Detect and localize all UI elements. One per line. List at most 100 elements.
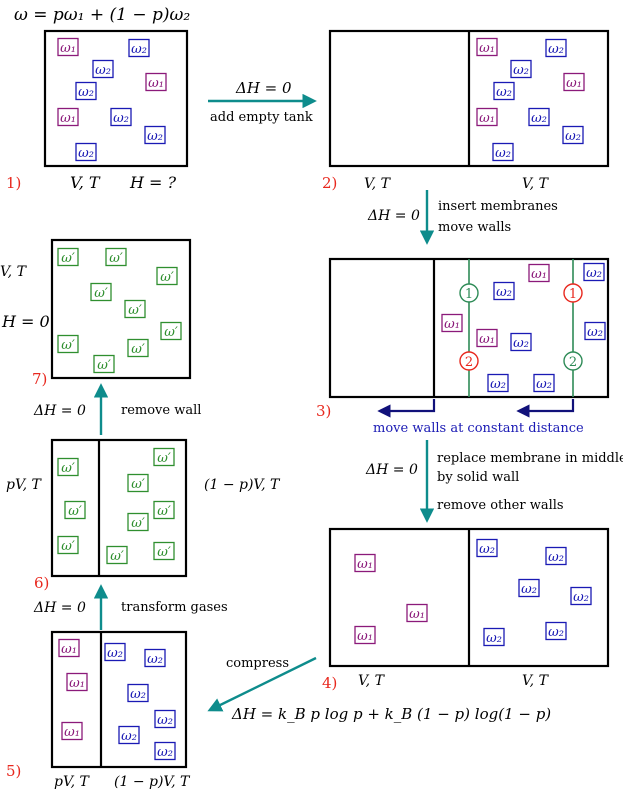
omega-2-molecule: ω₂ [483, 627, 505, 647]
omega-prime-molecule-box [57, 535, 79, 555]
omega-2-molecule: ω₂ [127, 683, 149, 703]
omega-2-molecule-label: ω₂ [113, 111, 129, 126]
omega-prime-molecule-label: ω′ [97, 358, 111, 373]
omega-2-molecule: ω₂ [545, 546, 567, 566]
omega-prime-molecule: ω′ [57, 457, 79, 477]
transition-1-2-label: add empty tank [210, 110, 313, 125]
omega-2-molecule-box [110, 107, 132, 127]
step-1-number: 1) [6, 174, 21, 192]
membrane-right-marker-1-label: 1 [569, 287, 577, 302]
omega-2-molecule: ω₂ [584, 321, 606, 341]
tank-1-volume-temperature: V, T [70, 173, 101, 192]
omega-prime-molecule-label: ω′ [109, 251, 123, 266]
omega-1-molecule-box [528, 263, 550, 283]
omega-2-molecule-box [492, 142, 514, 162]
omega-1-molecule: ω₁ [563, 72, 585, 92]
omega-1-molecule: ω₁ [145, 72, 167, 92]
omega-prime-molecule: ω′ [90, 282, 112, 302]
step-4-number: 4) [322, 674, 337, 692]
omega-2-molecule: ω₂ [518, 578, 540, 598]
omega-2-molecule-box [528, 107, 550, 127]
move-wall-arrow-left [377, 399, 436, 418]
omega-prime-molecule: ω′ [127, 512, 149, 532]
omega-1-molecule-box [145, 72, 167, 92]
omega-prime-molecule: ω′ [105, 247, 127, 267]
omega-prime-molecule-label: ω′ [61, 251, 75, 266]
tank-5-right-volume-temperature: (1 − p)V, T [114, 774, 191, 790]
omega-1-molecule: ω₁ [61, 721, 83, 741]
transition-4-5-label: compress [226, 656, 289, 671]
omega-2-molecule-box [75, 81, 97, 101]
transition-2-3-line-1: insert membranes [438, 199, 558, 214]
omega-prime-molecule-box [90, 282, 112, 302]
omega-1-molecule-label: ω₁ [566, 76, 582, 91]
omega-prime-molecule-label: ω′ [61, 338, 75, 353]
omega-prime-molecule-label: ω′ [157, 545, 171, 560]
step-5-number: 5) [6, 762, 21, 780]
omega-prime-molecule: ω′ [153, 447, 175, 467]
transition-2-3-line-2: move walls [438, 220, 511, 235]
omega-1-molecule-label: ω₁ [60, 41, 76, 56]
omega-1-molecule-box [563, 72, 585, 92]
omega-1-molecule-label: ω₁ [479, 332, 495, 347]
omega-prime-molecule-box [153, 500, 175, 520]
omega-1-molecule-label: ω₁ [148, 76, 164, 91]
tank-6: ω′ω′ω′ω′ω′ω′ω′ω′ω′ [50, 438, 188, 578]
omega-prime-molecule-label: ω′ [128, 303, 142, 318]
omega-2-molecule-label: ω₂ [548, 625, 564, 640]
omega-2-molecule: ω₂ [533, 373, 555, 393]
omega-2-molecule: ω₂ [583, 262, 605, 282]
omega-prime-molecule-label: ω′ [157, 504, 171, 519]
omega-2-molecule: ω₂ [487, 373, 509, 393]
tank-7-enthalpy: H = 0 [1, 312, 50, 331]
membrane-left-marker-1 [459, 283, 479, 303]
omega-1-molecule: ω₁ [354, 553, 376, 573]
omega-2-molecule-label: ω₂ [573, 590, 589, 605]
omega-1-molecule-box [58, 638, 80, 658]
omega-2-molecule: ω₂ [154, 709, 176, 729]
omega-1-molecule-label: ω₁ [479, 41, 495, 56]
tank-7-volume-temperature: V, T [0, 264, 28, 280]
step-2-number: 2) [322, 174, 337, 192]
omega-2-molecule: ω₂ [92, 59, 114, 79]
omega-1-molecule-label: ω₁ [531, 267, 547, 282]
omega-1-molecule: ω₁ [476, 328, 498, 348]
omega-1-molecule: ω₁ [58, 638, 80, 658]
omega-2-molecule-box [154, 741, 176, 761]
omega-1-molecule: ω₁ [476, 37, 498, 57]
omega-prime-molecule-box [156, 266, 178, 286]
omega-2-molecule: ω₂ [104, 642, 126, 662]
omega-2-molecule: ω₂ [510, 59, 532, 79]
omega-1-molecule-label: ω₁ [479, 111, 495, 126]
omega-2-molecule-label: ω₂ [548, 550, 564, 565]
omega-prime-molecule: ω′ [64, 500, 86, 520]
omega-2-molecule-label: ω₂ [147, 652, 163, 667]
omega-2-molecule-label: ω₂ [548, 42, 564, 57]
tank-4-right-volume-temperature: V, T [522, 673, 550, 689]
transition-3-4-line-1: replace membrane in middle [437, 451, 623, 466]
omega-2-molecule-box [570, 586, 592, 606]
omega-prime-molecule: ω′ [106, 545, 128, 565]
tank-7-wall [50, 238, 192, 380]
omega-prime-molecule-box [57, 334, 79, 354]
omega-prime-molecule-label: ω′ [160, 270, 174, 285]
transition-4-5-delta-h: ΔH = k_B p log p + k_B (1 − p) log(1 − p… [231, 705, 551, 723]
omega-1-molecule-box [57, 107, 79, 127]
omega-prime-molecule: ω′ [57, 535, 79, 555]
omega-prime-molecule-box [57, 457, 79, 477]
membrane-right-marker-2 [563, 351, 583, 371]
transition-3-4-line-2: by solid wall [437, 470, 519, 485]
omega-prime-molecule-box [64, 500, 86, 520]
omega-1-molecule-box [61, 721, 83, 741]
omega-1-molecule-label: ω₁ [64, 725, 80, 740]
omega-2-molecule-box [545, 546, 567, 566]
omega-1-molecule-box [406, 603, 428, 623]
omega-prime-molecule: ω′ [156, 266, 178, 286]
omega-2-molecule-label: ω₂ [496, 285, 512, 300]
omega-2-molecule-box [128, 38, 150, 58]
omega-1-molecule: ω₁ [406, 603, 428, 623]
omega-prime-molecule-box [160, 321, 182, 341]
